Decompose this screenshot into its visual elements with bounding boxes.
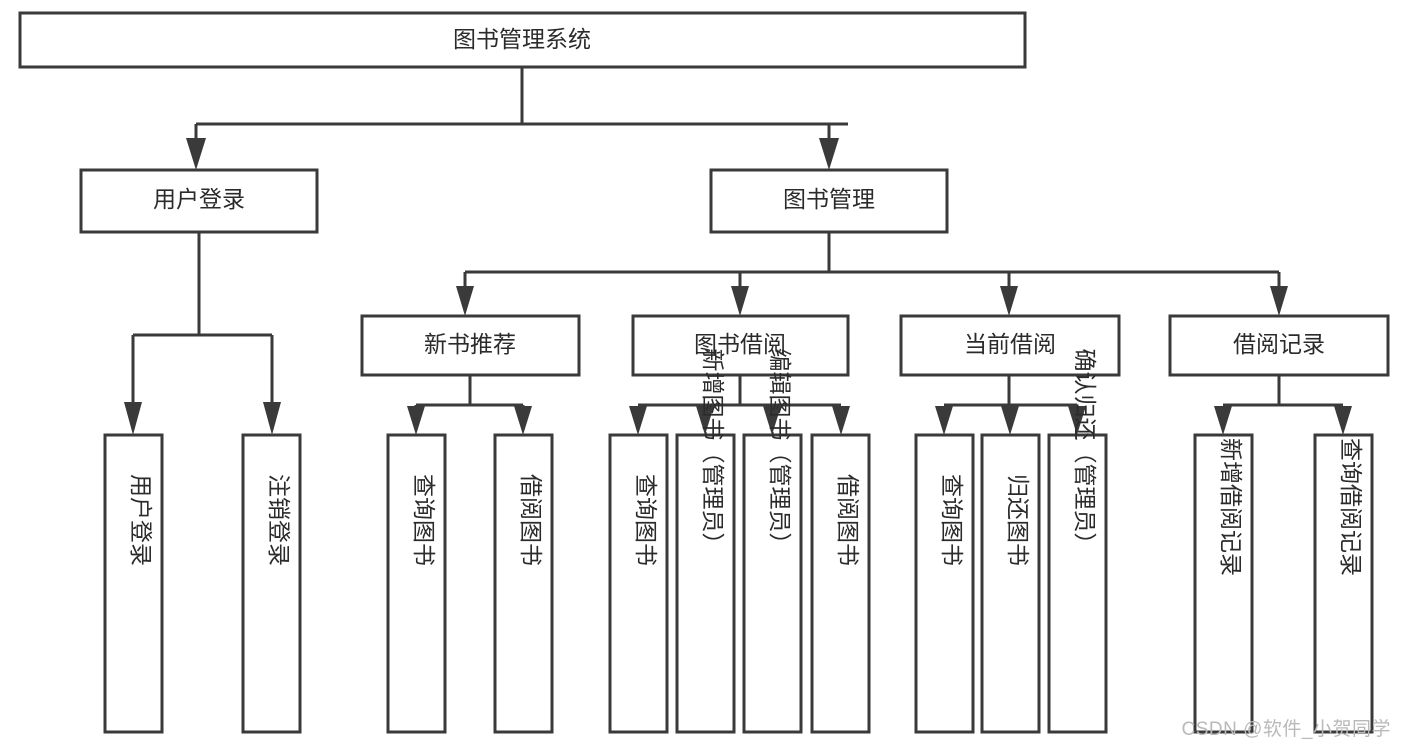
arrow-bb-leaf-1 (629, 406, 647, 435)
node-leaf-borrow-book-2[interactable]: 借阅图书 (810, 433, 871, 734)
node-leaf-query-book-1[interactable]: 查询图书 (386, 433, 447, 734)
node-book-manage-label: 图书管理 (783, 186, 875, 212)
node-leaf-confirm-return[interactable]: 确认归还（管理员） (1047, 349, 1108, 734)
node-user-login-box[interactable] (79, 168, 319, 234)
node-leaf-query-book-1-box[interactable] (386, 433, 447, 734)
node-leaf-confirm-return-label: 确认归还（管理员） (1072, 349, 1098, 556)
arrow-nb-leaf-1 (407, 406, 425, 435)
node-leaf-add-record-box[interactable] (1193, 433, 1254, 734)
arrow-br-leaf-2 (1334, 406, 1352, 435)
node-leaf-query-book-3[interactable]: 查询图书 (914, 433, 975, 734)
node-leaf-borrow-book-2-label: 借阅图书 (835, 474, 861, 566)
node-new-book-recommend-label: 新书推荐 (424, 331, 516, 357)
arrow-bb-leaf-4 (832, 406, 850, 435)
connector-group-borrow-record (1214, 375, 1352, 435)
node-book-borrow-box[interactable] (631, 314, 850, 377)
node-leaf-borrow-book-1-box[interactable] (493, 433, 554, 734)
arrow-ul-leaf-2 (263, 402, 281, 435)
node-leaf-return-book-box[interactable] (980, 433, 1041, 734)
arrow-root-to-user-login (186, 138, 206, 170)
node-root-box[interactable] (18, 11, 1027, 69)
node-leaf-borrow-book-1-label: 借阅图书 (518, 474, 544, 566)
node-book-manage-box[interactable] (709, 168, 949, 234)
node-leaf-query-record-label: 查询借阅记录 (1338, 438, 1364, 576)
connector-group-book-manage (456, 232, 1288, 316)
node-leaf-user-login-box[interactable] (103, 433, 164, 734)
node-new-book-recommend[interactable]: 新书推荐 (360, 314, 581, 377)
node-borrow-record-box[interactable] (1168, 314, 1390, 377)
connector-group-book-borrow (629, 375, 850, 435)
node-current-borrow-box[interactable] (899, 314, 1121, 377)
node-leaf-add-book-label: 新增图书（管理员） (700, 349, 726, 556)
arrow-bm-to-borrow-record (1270, 286, 1288, 316)
node-leaf-query-book-2[interactable]: 查询图书 (608, 433, 669, 734)
node-borrow-record-label: 借阅记录 (1233, 331, 1325, 357)
arrow-br-leaf-1 (1214, 406, 1232, 435)
node-leaf-user-login[interactable]: 用户登录 (103, 433, 164, 734)
arrow-bb-leaf-3 (763, 406, 781, 435)
node-book-borrow-label: 图书借阅 (694, 331, 786, 357)
node-leaf-confirm-return-box[interactable] (1047, 433, 1108, 734)
arrow-nb-leaf-2 (514, 406, 532, 435)
arrow-bb-leaf-2 (696, 406, 714, 435)
node-leaf-borrow-book-1[interactable]: 借阅图书 (493, 433, 554, 734)
node-leaf-add-record-label: 新增借阅记录 (1218, 438, 1244, 576)
connector-group-current-borrow (935, 375, 1086, 435)
node-leaf-add-book-box[interactable] (675, 433, 736, 734)
node-leaf-query-book-3-label: 查询图书 (939, 474, 965, 566)
node-book-manage[interactable]: 图书管理 (709, 168, 949, 234)
node-leaf-query-book-3-box[interactable] (914, 433, 975, 734)
connector-group-new-book (407, 375, 532, 435)
node-leaf-user-login-label: 用户登录 (128, 474, 154, 566)
arrow-root-to-book-manage (819, 138, 839, 170)
node-root[interactable]: 图书管理系统 (18, 11, 1027, 69)
node-new-book-recommend-box[interactable] (360, 314, 581, 377)
node-leaf-query-book-1-label: 查询图书 (411, 474, 437, 566)
node-borrow-record[interactable]: 借阅记录 (1168, 314, 1390, 377)
node-leaf-edit-book-label: 编辑图书（管理员） (767, 349, 793, 556)
node-user-login-label: 用户登录 (153, 186, 245, 212)
node-book-borrow[interactable]: 图书借阅 (631, 314, 850, 377)
node-leaf-return-book[interactable]: 归还图书 (980, 433, 1041, 734)
node-root-label: 图书管理系统 (453, 26, 591, 52)
arrow-bm-to-new-book (456, 286, 474, 316)
arrow-ul-leaf-1 (124, 402, 142, 435)
node-leaf-return-book-label: 归还图书 (1005, 474, 1031, 566)
arrow-bm-to-book-borrow (731, 286, 749, 316)
node-leaf-query-record-box[interactable] (1313, 433, 1374, 734)
arrow-bm-to-current-borrow (1000, 286, 1018, 316)
node-current-borrow[interactable]: 当前借阅 (899, 314, 1121, 377)
node-leaf-add-record[interactable]: 新增借阅记录 (1193, 433, 1254, 734)
arrow-cb-leaf-3 (1068, 406, 1086, 435)
node-leaf-logout-login-label: 注销登录 (266, 474, 292, 566)
node-leaf-edit-book[interactable]: 编辑图书（管理员） (742, 349, 803, 734)
connector-group-root (186, 67, 848, 170)
node-current-borrow-label: 当前借阅 (964, 331, 1056, 357)
watermark: CSDN @软件_小贺同学 (1181, 719, 1391, 740)
node-leaf-query-book-2-label: 查询图书 (633, 474, 659, 566)
arrow-cb-leaf-2 (1001, 406, 1019, 435)
node-leaf-query-book-2-box[interactable] (608, 433, 669, 734)
node-user-login[interactable]: 用户登录 (79, 168, 319, 234)
node-leaf-logout-login-box[interactable] (241, 433, 302, 734)
node-leaf-query-record[interactable]: 查询借阅记录 (1313, 433, 1374, 734)
node-leaf-borrow-book-2-box[interactable] (810, 433, 871, 734)
connector-group-user-login (124, 232, 281, 435)
arrow-cb-leaf-1 (935, 406, 953, 435)
node-leaf-logout-login[interactable]: 注销登录 (241, 433, 302, 734)
node-leaf-edit-book-box[interactable] (742, 433, 803, 734)
node-leaf-add-book[interactable]: 新增图书（管理员） (675, 349, 736, 734)
